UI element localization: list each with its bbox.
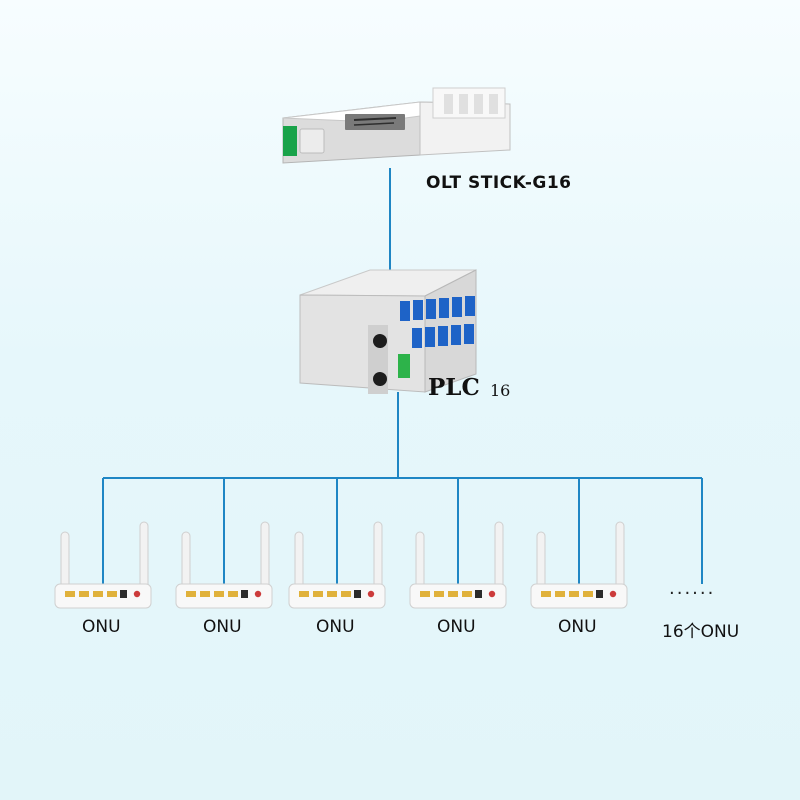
plc-splitter [299,269,477,394]
onu-device-4 [409,521,507,609]
onu-device-3 [288,521,386,609]
onu-label-3: ONU [316,617,355,637]
onu-device-1 [54,521,152,609]
onu-device-5 [530,521,628,609]
plc-split-count: 16 [490,381,511,400]
onu-label-5: ONU [558,617,597,637]
connection-lines [102,168,703,584]
onu-label-1: ONU [82,617,121,637]
more-onus-ellipsis: ...... [669,578,716,599]
olt-label: OLT STICK-G16 [426,173,572,193]
onu-label-2: ONU [203,617,242,637]
olt-stick-module [282,87,511,164]
more-onus-label: 16个ONU [662,622,740,642]
plc-label: PLC [428,374,480,401]
onu-device-2 [175,521,273,609]
onu-label-4: ONU [437,617,476,637]
